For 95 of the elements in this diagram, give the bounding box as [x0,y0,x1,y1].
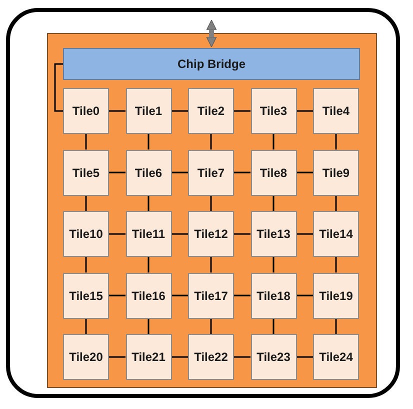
node-label: Tile16 [132,288,166,302]
connector-line [109,110,126,112]
double-arrow [206,20,217,48]
bridge-box [63,48,360,80]
connector-line [148,257,150,272]
node-label: Chip Bridge [178,57,246,71]
node-label: Tile4 [322,104,350,118]
tile-box [250,211,296,257]
connector-line [85,257,87,272]
tile-box [126,272,172,318]
connector-line [85,196,87,211]
connector-line [272,196,274,211]
node-label: Tile20 [69,350,103,364]
node-label: Tile7 [197,166,225,180]
tile-box [313,211,359,257]
tile-box [126,88,172,134]
tile-box [188,88,234,134]
node-label: Tile13 [256,227,290,241]
tile-box [313,150,359,196]
connector-line [335,257,337,272]
connector-line [296,356,313,358]
connector-line [234,172,250,174]
tile-box [188,334,234,380]
connector-line [210,257,212,272]
connector-line [296,233,313,235]
node-label: Tile24 [319,350,353,364]
connector-line [272,134,274,150]
tile-box [63,211,109,257]
node-label: Tile0 [72,104,100,118]
node-label: Tile11 [132,227,166,241]
connector-line [148,134,150,150]
tile-box [126,150,172,196]
node-label: Tile21 [132,350,166,364]
node-label: Tile10 [69,227,103,241]
node-label: Tile1 [134,104,162,118]
connector-line [210,196,212,211]
node-label: Tile12 [194,227,228,241]
node-label: Tile5 [72,166,100,180]
tile-box [250,334,296,380]
connector-line [296,294,313,296]
connector-line [109,233,126,235]
connector-line [210,318,212,334]
node-label: Tile22 [194,350,228,364]
connector-line [234,294,250,296]
tile-box [188,272,234,318]
node-label: Tile18 [256,288,290,302]
connector-line [172,110,188,112]
node-label: Tile3 [260,104,288,118]
connector-line [85,318,87,334]
node-label: Tile23 [256,350,290,364]
connector-line [109,356,126,358]
connector-line [109,172,126,174]
tile-box [126,211,172,257]
tile-box [63,272,109,318]
node-label: Tile19 [319,288,353,302]
connector-line [296,172,313,174]
connector-line [272,257,274,272]
connector-line [109,294,126,296]
tile-box [313,272,359,318]
tile-box [250,272,296,318]
connector-line [54,63,63,112]
connector-line [234,233,250,235]
node-label: Tile17 [194,288,228,302]
tile-box [63,150,109,196]
node-label: Tile14 [319,227,353,241]
connector-line [335,134,337,150]
tile-box [188,211,234,257]
node-label: Tile9 [322,166,350,180]
tile-box [250,88,296,134]
connector-line [296,110,313,112]
connector-line [335,318,337,334]
connector-line [210,134,212,150]
connector-line [85,134,87,150]
connector-line [172,233,188,235]
node-label: Tile6 [134,166,162,180]
node-label: Tile15 [69,288,103,302]
connector-line [172,356,188,358]
chip-outline [47,33,377,388]
connector-line [272,318,274,334]
node-label: Tile2 [197,104,225,118]
connector-line [234,110,250,112]
tile-box [250,150,296,196]
tile-box [188,150,234,196]
connector-line [148,318,150,334]
tile-box [313,88,359,134]
connector-line [172,294,188,296]
node-label: Tile8 [260,166,288,180]
tile-box [63,88,109,134]
connector-line [148,196,150,211]
connector-line [172,172,188,174]
connector-line [335,196,337,211]
connector-line [234,356,250,358]
tile-box [313,334,359,380]
tile-box [126,334,172,380]
tile-box [63,334,109,380]
